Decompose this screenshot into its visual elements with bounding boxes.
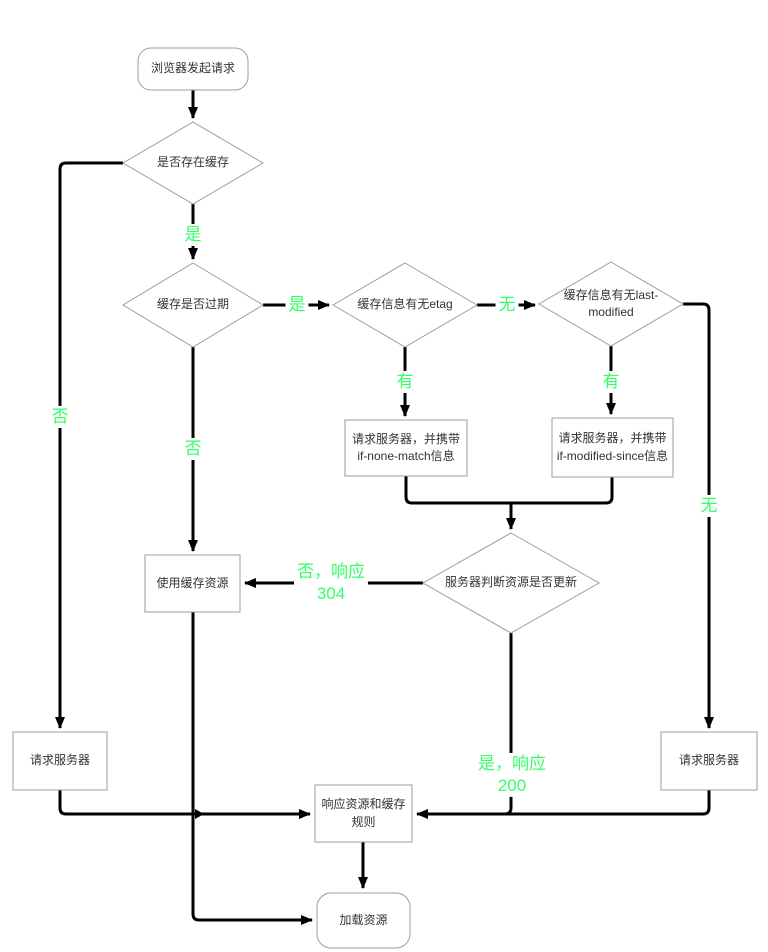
node-has-cache: 是否存在缓存 [156,155,229,170]
node-request-if-modified-since: 请求服务器，并携带if-modified-since信息 [556,431,669,463]
request-server-left-rect-shape [12,731,108,791]
edge-label-updated-line1: 是，响应 [478,753,546,773]
node-request-if-none-match: 请求服务器，并携带if-none-match信息 [351,431,460,463]
respond-rect-shape [314,784,413,843]
node-start: 浏览器发起请求 [150,61,235,76]
edge-label-cache-exists-no: 否 [48,405,72,429]
use-cache-rect-shape [144,554,241,613]
edge-label-not-updated-304: 否，响应 304 [294,560,368,606]
edge-label-expired-no: 否 [181,437,205,461]
edge-label-last-modified-no: 无 [697,494,721,518]
node-has-last-modified: 缓存信息有无last-modified [563,287,659,319]
edge-hascache-no-to-requestserver-left [55,161,123,729]
start-node-shape [137,47,249,91]
load-resource-shape [316,892,411,949]
edge-label-not-updated-line2: 304 [316,584,346,603]
edge-ifnonematch-merge [404,476,511,505]
node-has-etag: 缓存信息有无etag [357,297,453,312]
edge-label-etag-no: 无 [495,293,519,317]
node-server-check-updated: 服务器判断资源是否更新 [444,575,577,590]
edge-ifmodifiedsince-merge [511,477,614,505]
edge-label-not-updated-line1: 否，响应 [297,561,365,581]
edge-requestserver-left-to-respond [58,790,311,819]
has-etag-diamond-shape [332,262,478,348]
edge-label-cache-exists-yes: 是 [181,223,205,247]
node-request-server-left: 请求服务器 [29,753,90,768]
junction-arrowhead [195,809,204,819]
edge-label-updated-line2: 200 [497,776,527,795]
edge-label-expired-yes: 是 [285,293,309,317]
edge-lastmodified-no-to-requestserver-right [683,302,714,729]
node-request-server-right: 请求服务器 [678,753,739,768]
request-server-right-rect-shape [660,731,758,791]
if-modified-since-rect-shape [551,417,674,478]
has-last-modified-diamond-shape [538,261,684,347]
node-use-cached-resource: 使用缓存资源 [156,575,229,590]
has-cache-diamond-shape [122,121,264,205]
edge-label-updated-200: 是，响应 200 [475,752,549,798]
server-check-diamond-shape [421,532,601,634]
node-respond-resource-cache-rules: 响应资源和缓存规则 [321,797,406,829]
edge-label-last-modified-yes: 有 [599,370,623,394]
if-none-match-rect-shape [344,419,468,477]
edge-requestserver-right-to-respond [416,790,711,819]
node-load-resource: 加载资源 [339,912,388,927]
cache-expired-diamond-shape [122,262,264,348]
edge-usecache-to-loadresource [191,612,313,925]
edge-label-etag-yes: 有 [393,370,417,394]
node-cache-expired: 缓存是否过期 [156,297,229,312]
